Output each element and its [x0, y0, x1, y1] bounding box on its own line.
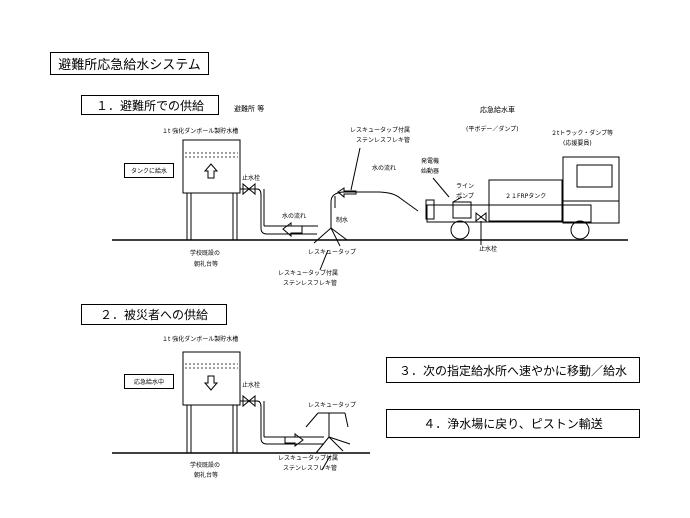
truck-sub: (平ボデー／ダンプ): [466, 126, 519, 133]
truck-note: (応援要員): [563, 140, 592, 147]
hose-label-2b: ステンレスフレキ管: [283, 465, 338, 472]
hose-label-1a: レスキュータップ付属: [278, 270, 339, 277]
faucet-valve-2: [242, 394, 250, 408]
stand-label-2a: 学校既設の: [190, 462, 221, 469]
flow-label-left: 水の流れ: [282, 213, 307, 220]
tank-name-1: １t 強化ダンボール製貯水槽: [162, 128, 239, 135]
step3-box: ３．次の指定給水所へ速やかに移動／給水: [386, 357, 640, 383]
tank-name-2: １t 強化ダンボール製貯水槽: [162, 336, 239, 343]
truck-faucet-label: 止水栓: [479, 246, 498, 253]
truck-wheel-front: [570, 220, 590, 240]
truck-window: [576, 164, 613, 188]
step4-box: ４．浄水場に戻り、ピストン輸送: [386, 409, 640, 438]
section2-heading: ２．被災者への供給: [81, 304, 227, 325]
faucet-valve-1: [242, 182, 250, 196]
hose-label-2a: レスキュータップ付属: [278, 455, 339, 462]
faucet-label-1: 止水栓: [242, 175, 261, 182]
hose-label-1b: ステンレスフレキ管: [283, 280, 338, 287]
generator-label-b: 始動器: [421, 168, 440, 175]
section1-heading: １．避難所での供給: [81, 95, 219, 115]
hose-to-truck: [330, 191, 419, 212]
truck-wheel-rear: [450, 220, 470, 240]
truck-name: ２tトラック・ダンプ等: [551, 130, 614, 137]
generator: [425, 199, 435, 220]
line-pump: [452, 201, 472, 219]
shelter-label: 避難所 等: [234, 105, 265, 113]
outlet-pipe-2: [256, 400, 324, 445]
generator-label-a: 発電機: [421, 158, 440, 165]
truck-cab: [562, 156, 620, 224]
line-pump-label-b: ポンプ: [456, 193, 474, 200]
truck-header: 応急給水車: [480, 106, 515, 114]
flow-arrow-left: [282, 222, 303, 238]
frp-tank: [488, 179, 563, 222]
truck-bed: [426, 204, 592, 223]
tank-fill-label: タンクに給水: [124, 163, 174, 178]
frp-tank-label: ２１FRPタンク: [505, 193, 547, 200]
rescue-tap-label-1: レスキュータップ: [308, 249, 357, 256]
outlet-pipe-1: [256, 188, 317, 235]
valve-label: 制水: [336, 217, 349, 224]
stand-label-2b: 朝礼台等: [194, 472, 219, 479]
hose-top-label-b: ステンレスフレキ管: [356, 137, 411, 144]
flow-arrow-right: [284, 433, 304, 447]
truck-valve: [475, 211, 482, 223]
drain-down-arrow: [203, 375, 219, 391]
rescue-tap-label-2: レスキュータップ: [308, 402, 357, 409]
water-tank-2: [182, 351, 241, 406]
fill-up-arrow: [203, 163, 219, 179]
flow-label-top: 水の流れ: [372, 165, 397, 172]
stand-label-1b: 朝礼台等: [194, 261, 219, 268]
diagram-title: 避難所応急給水システム: [50, 52, 209, 75]
supplying-label: 応急給水中: [124, 374, 174, 389]
faucet-label-2: 止水栓: [242, 382, 261, 389]
flow-arrow-top: [337, 187, 357, 199]
line-pump-label-a: ライン: [456, 183, 475, 190]
stand-label-1a: 学校既設の: [190, 250, 221, 257]
hose-top-label-a: レスキュータップ付属: [350, 127, 411, 134]
water-tank-1: [182, 139, 241, 194]
